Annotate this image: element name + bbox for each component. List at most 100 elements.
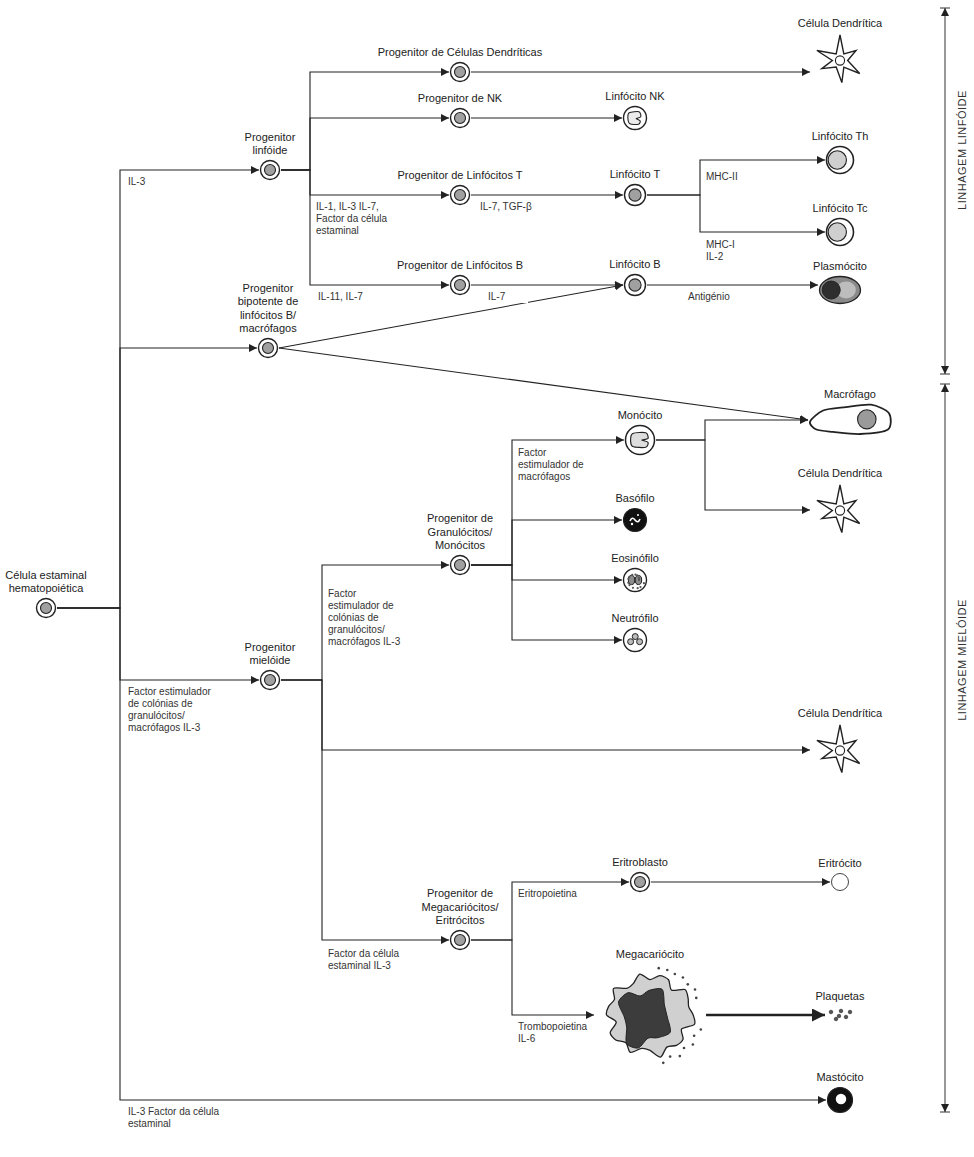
cell-part xyxy=(629,189,641,201)
lineage-label: LINHAGEM LINFÓIDE xyxy=(956,90,968,210)
cell-part xyxy=(839,1009,843,1013)
cell-label-group: Eritrócito xyxy=(800,857,880,870)
bracket-tick xyxy=(940,1112,950,1113)
cell-icon xyxy=(818,275,862,305)
cell-icon xyxy=(449,929,471,951)
cell-part xyxy=(259,339,278,358)
cell-part xyxy=(631,523,633,525)
bracket-tick xyxy=(940,374,950,375)
cell-part xyxy=(628,576,630,578)
cell-node: Progenitor bipotente de linfócitos B/ ma… xyxy=(257,337,279,359)
lineage-arrow xyxy=(279,285,623,348)
cell-part xyxy=(835,745,844,754)
cell-label-group: Linfócito Th xyxy=(795,130,885,143)
cell-part xyxy=(822,281,840,299)
cell-label-group: Eritroblasto xyxy=(595,856,685,869)
lineage-arrow xyxy=(656,420,808,440)
lineage-arrow xyxy=(471,520,622,565)
cell-part xyxy=(669,1055,672,1058)
cell-label: Linfócito Th xyxy=(795,130,885,143)
cell-label-group: Célula Dendrítica xyxy=(785,467,895,480)
cell-part xyxy=(695,997,698,1000)
cell-label: Linfócito Tc xyxy=(795,202,885,215)
cell-part xyxy=(454,66,465,77)
cell-part xyxy=(836,1094,847,1105)
cell-part xyxy=(630,518,640,522)
cell-part xyxy=(828,151,846,169)
cell-part xyxy=(694,988,697,991)
cell-part xyxy=(451,931,470,950)
cell-label: Progenitor de Granulócitos/ Monócitos xyxy=(410,512,510,552)
cell-icon xyxy=(826,1086,854,1114)
cell-label: Célula Dendrítica xyxy=(785,17,895,30)
cell-node: Linfócito Th xyxy=(825,145,855,175)
cell-part xyxy=(454,279,465,290)
cell-part xyxy=(631,873,650,892)
cell-part xyxy=(662,1062,665,1065)
cell-part xyxy=(625,185,646,206)
cell-node: Célula Dendrítica xyxy=(810,723,870,778)
cell-part xyxy=(700,1028,703,1031)
cell-label: Progenitor de Linfócitos T xyxy=(375,169,545,182)
cytokine-label: Trombopoietina IL-6 xyxy=(518,1021,594,1045)
cell-label-group: Progenitor de Granulócitos/ Monócitos xyxy=(410,512,510,552)
cell-part xyxy=(637,514,639,516)
cell-label-group: Monócito xyxy=(600,409,680,422)
cytokine-label: Antigénio xyxy=(688,291,748,303)
cell-label-group: Eosinófilo xyxy=(595,552,675,565)
cell-label: Linfócito T xyxy=(595,168,675,181)
cell-part xyxy=(817,35,860,83)
cell-node: Eritrócito xyxy=(830,872,850,892)
cell-icon xyxy=(810,723,870,778)
cell-node: Progenitor de Granulócitos/ Monócitos xyxy=(449,554,471,576)
cell-part xyxy=(632,587,634,589)
cell-part xyxy=(682,976,685,979)
lineage-arrow xyxy=(471,440,624,565)
lineage-label: LINHAGEM MIELÓIDE xyxy=(956,599,968,721)
cell-icon xyxy=(825,145,855,175)
cytokine-label: IL-11, IL-7 xyxy=(318,291,388,303)
cell-part xyxy=(40,602,51,613)
cell-part xyxy=(628,112,641,125)
cell-icon xyxy=(623,273,647,297)
cytokine-label: MHC-II xyxy=(706,171,756,183)
cell-part xyxy=(638,578,640,580)
cell-part xyxy=(817,485,860,533)
cell-icon xyxy=(810,33,870,88)
cell-icon xyxy=(449,184,471,206)
cell-part xyxy=(454,934,465,945)
cell-part xyxy=(454,559,465,570)
cell-icon xyxy=(622,507,648,533)
bracket-line xyxy=(945,384,946,1112)
cell-label-group: Neutrófilo xyxy=(595,612,675,625)
cell-icon xyxy=(259,669,281,691)
bracket-tick xyxy=(940,384,950,385)
cell-node: Linfócito T xyxy=(623,183,647,207)
cell-label: Progenitor mielóide xyxy=(238,641,302,667)
cell-icon xyxy=(622,105,648,131)
cell-label: Progenitor de Linfócitos B xyxy=(375,259,545,272)
cell-label-group: Progenitor de Células Dendríticas xyxy=(360,46,560,59)
cell-label-group: Plaquetas xyxy=(800,990,880,1003)
cell-label: Basófilo xyxy=(595,492,675,505)
cell-node: Monócito xyxy=(624,424,656,456)
cell-icon xyxy=(449,107,471,129)
cytokine-label: MHC-I IL-2 xyxy=(706,239,746,263)
cell-label: Progenitor de Megacariócitos/ Eritrócito… xyxy=(410,887,510,927)
cell-node: Neutrófilo xyxy=(622,627,648,653)
bracket-tick xyxy=(940,8,950,9)
cell-part xyxy=(657,967,660,970)
cytokine-label: IL-3 xyxy=(128,176,168,188)
lineage-arrow xyxy=(647,160,825,195)
cell-node: Plaquetas xyxy=(825,1005,855,1025)
cell-part xyxy=(827,147,854,174)
cell-part xyxy=(262,342,273,353)
lineage-brackets xyxy=(940,8,950,1112)
cell-node: Progenitor de Linfócitos B xyxy=(449,274,471,296)
lineage-arrow xyxy=(281,565,449,680)
cytokine-label: Factor estimulador de macrófagos xyxy=(518,447,598,483)
cell-part xyxy=(454,189,465,200)
cell-label: Neutrófilo xyxy=(595,612,675,625)
cell-label-group: Progenitor mielóide xyxy=(238,641,302,667)
